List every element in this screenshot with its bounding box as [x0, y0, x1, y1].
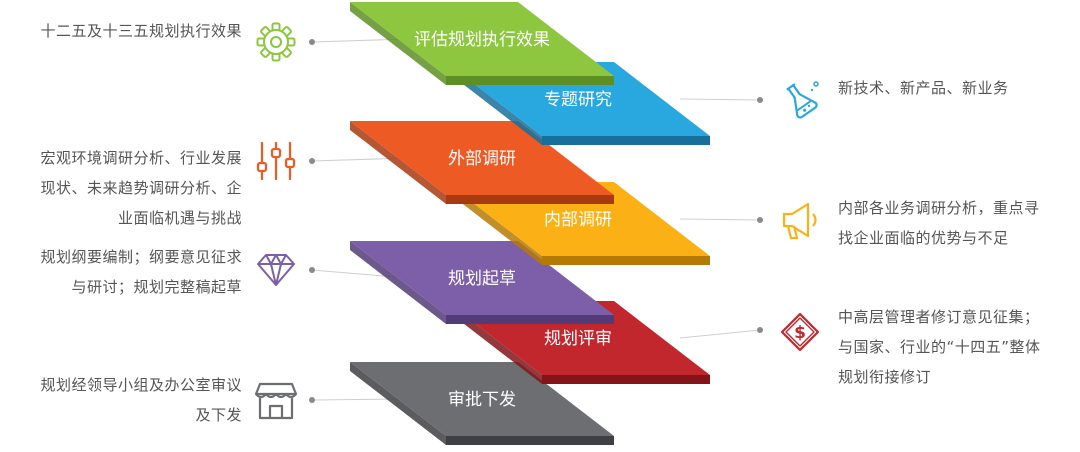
money-icon: $	[778, 308, 822, 352]
gear-icon	[254, 20, 298, 64]
description-line: 规划纲要编制；纲要意见征求	[40, 248, 242, 266]
megaphone-icon	[778, 198, 822, 242]
layer-slab: 审批下发	[350, 362, 614, 445]
layer-label: 规划评审	[544, 329, 612, 349]
guide-lines	[309, 38, 763, 403]
layer-front-edge	[446, 76, 614, 85]
layer-top-face	[350, 241, 614, 315]
diamond-icon	[254, 248, 298, 292]
guide-dot	[309, 158, 315, 164]
guide-dot	[757, 217, 763, 223]
description-line: 现状、未来趋势调研分析、企	[40, 179, 242, 197]
description-line: 规划经领导小组及办公室审议	[40, 376, 242, 394]
layer-slab: 评估规划执行效果	[350, 2, 614, 85]
store-icon	[254, 378, 298, 422]
description-line: 内部各业务调研分析，重点寻	[838, 199, 1040, 217]
description-line: 规划衔接修订	[838, 368, 932, 386]
layer-side-edge	[350, 121, 446, 204]
layer-slab: 规划起草	[350, 241, 614, 324]
guide-dot	[309, 397, 315, 403]
description-line: 中高层管理者修订意见征集；	[838, 308, 1040, 326]
layer-front-edge	[542, 375, 710, 384]
layer-description: 内部各业务调研分析，重点寻找企业面临的优势与不足	[838, 193, 1040, 253]
guide-line	[679, 98, 761, 101]
description-line: 与国家、行业的“十四五”整体	[838, 338, 1041, 356]
layer-label: 评估规划执行效果	[414, 30, 550, 50]
layer-front-edge	[446, 195, 614, 204]
guide-dot	[309, 39, 315, 45]
layer-description: 规划经领导小组及办公室审议及下发	[40, 370, 242, 430]
sliders-icon	[254, 139, 298, 183]
layer-top-face	[350, 121, 614, 195]
layer-slab: 外部调研	[350, 121, 614, 204]
svg-text:$: $	[794, 323, 806, 343]
description-line: 新技术、新产品、新业务	[838, 79, 1009, 97]
layer-label: 规划起草	[448, 269, 516, 289]
guide-line	[679, 218, 761, 221]
layer-front-edge	[446, 436, 614, 445]
layer-front-edge	[542, 256, 710, 265]
layer-description: 新技术、新产品、新业务	[838, 73, 1009, 103]
description-line: 业面临机遇与挑战	[117, 209, 242, 227]
description-line: 及下发	[195, 406, 242, 424]
layer-side-edge	[350, 241, 446, 324]
layer-front-edge	[542, 136, 710, 145]
layer-description: 十二五及十三五规划执行效果	[40, 16, 242, 46]
layer-top-face	[350, 362, 614, 436]
layer-label: 内部调研	[544, 210, 612, 230]
guide-dot	[309, 267, 315, 273]
layer-side-edge	[350, 362, 446, 445]
description-line: 十二五及十三五规划执行效果	[40, 22, 242, 40]
layer-top-face	[350, 2, 614, 76]
description-line: 与研讨；规划完整稿起草	[71, 278, 242, 296]
layer-description: 中高层管理者修订意见征集； 与国家、行业的“十四五”整体规划衔接修订	[838, 302, 1041, 392]
layer-front-edge	[446, 315, 614, 324]
layer-label: 专题研究	[544, 90, 612, 110]
layer-side-edge	[350, 2, 446, 85]
guide-line	[679, 329, 761, 339]
guide-dot	[757, 97, 763, 103]
guide-dot	[757, 327, 763, 333]
layer-label: 审批下发	[448, 390, 516, 410]
flask-icon	[778, 78, 822, 122]
layer-description: 宏观环境调研分析、行业发展现状、未来趋势调研分析、企业面临机遇与挑战	[40, 143, 242, 233]
description-line: 宏观环境调研分析、行业发展	[40, 149, 242, 167]
layer-label: 外部调研	[448, 149, 516, 169]
layer-description: 规划纲要编制；纲要意见征求与研讨；规划完整稿起草	[40, 242, 242, 302]
description-line: 找企业面临的优势与不足	[838, 229, 1009, 247]
